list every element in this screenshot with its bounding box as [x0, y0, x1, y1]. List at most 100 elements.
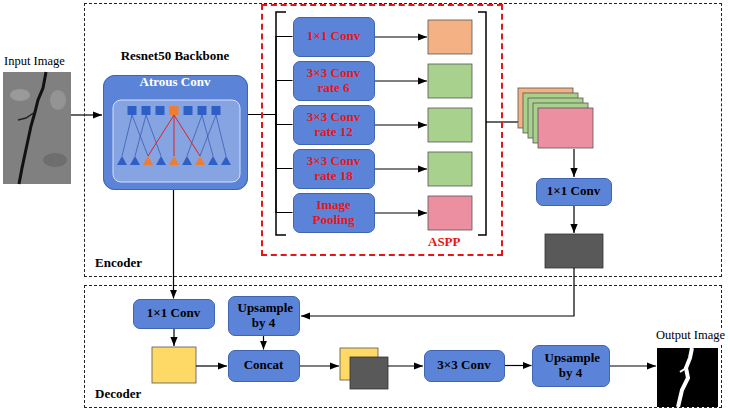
region-title: Decoder	[95, 386, 141, 402]
flow-arrow	[388, 365, 423, 366]
unit-triangle	[156, 156, 166, 165]
feature-map	[428, 152, 472, 186]
unit-triangle	[143, 156, 153, 165]
connector	[248, 115, 293, 213]
box-heading: Resnet50 Backbone	[121, 49, 230, 64]
crack	[19, 72, 46, 184]
process-box: 3×3 Conv rate 6	[293, 61, 375, 101]
box-label: 1×1 Conv	[147, 306, 200, 321]
decoder-region: Decoder1×1 ConvUpsample by 4Concat3×3 Co…	[84, 285, 722, 408]
unit-square	[198, 106, 207, 115]
image-caption: Input Image	[3, 54, 66, 69]
unit-triangle	[130, 156, 140, 165]
feature-map	[350, 357, 388, 389]
unit-triangle	[195, 156, 205, 165]
box-label: Upsample by 4	[545, 351, 597, 381]
unit-triangle	[182, 156, 192, 165]
input-photo	[3, 72, 71, 184]
connector	[248, 81, 293, 115]
mask-ground	[657, 348, 718, 407]
flow-arrow	[71, 114, 102, 115]
flow-arrow	[573, 149, 574, 177]
process-box: 1×1 Conv	[293, 17, 375, 57]
feature-map	[428, 64, 472, 98]
process-box: 1×1 Conv	[133, 299, 215, 329]
feature-map	[538, 108, 593, 148]
atrous-link	[174, 115, 175, 156]
box-label: 3×3 Conv	[437, 358, 490, 373]
atrous-links	[122, 115, 226, 156]
process-box: 3×3 Conv	[424, 350, 505, 382]
feature-map	[152, 347, 196, 383]
region-title: ASPP	[428, 234, 461, 250]
process-box: 1×1 Conv	[536, 178, 612, 206]
bracket	[478, 12, 486, 235]
process-box: Image Pooling	[293, 193, 375, 233]
output-mask	[657, 348, 718, 407]
atrous-panel	[113, 100, 240, 182]
flow-arrow	[375, 212, 427, 213]
atrous-link	[187, 115, 202, 156]
photo-texture	[43, 153, 67, 167]
box-label: 1×1 Conv	[307, 29, 360, 44]
photo-texture	[50, 90, 66, 110]
feature-map	[545, 234, 603, 268]
atrous-link	[174, 115, 200, 156]
flow-arrow	[375, 36, 427, 37]
box-label: 3×3 Conv rate 12	[305, 110, 363, 140]
feature-map	[428, 20, 472, 54]
box-label: Atrous Conv	[140, 75, 211, 90]
unit-triangle	[208, 156, 218, 165]
flow-arrow	[301, 268, 574, 316]
unit-square	[184, 106, 193, 115]
atrous-link	[132, 115, 148, 156]
process-box: 3×3 Conv rate 12	[293, 105, 375, 145]
label-holder: Output Image	[655, 328, 726, 343]
encoder-region: EncoderResnet50 BackboneAtrous ConvASPP1…	[84, 3, 722, 277]
unit-square	[128, 106, 137, 115]
atrous-link	[122, 115, 132, 156]
flow-arrow	[610, 365, 656, 366]
backbone-box: Resnet50 BackboneAtrous Conv	[103, 75, 248, 190]
atrous-link	[148, 115, 174, 156]
atrous-link	[202, 115, 213, 156]
connector	[505, 365, 532, 366]
unit-square	[156, 106, 165, 115]
unit-square	[212, 106, 221, 115]
atrous-link	[146, 115, 161, 156]
unit-square	[142, 106, 151, 115]
region-title: Encoder	[95, 255, 142, 271]
feature-map	[428, 196, 472, 230]
process-box: Upsample by 4	[532, 345, 610, 387]
connector	[263, 336, 264, 350]
process-box: Upsample by 4	[228, 296, 300, 336]
atrous-links	[148, 115, 200, 156]
unit-square	[170, 106, 179, 115]
process-box: Concat	[228, 350, 300, 382]
label-holder: Input Image	[3, 54, 66, 69]
unit-triangle	[169, 156, 179, 165]
crack	[18, 112, 35, 120]
feature-map	[428, 108, 472, 142]
box-label: Upsample by 4	[238, 301, 290, 331]
box-label: Image Pooling	[305, 198, 363, 228]
atrous-link	[200, 115, 216, 156]
flow-arrow	[375, 168, 427, 169]
aspp-region: ASPP 1×1 Conv 3×3 Conv rate 6 3×3 Conv rate…	[261, 4, 503, 256]
box-label: Concat	[244, 358, 284, 373]
unit-triangle	[117, 156, 127, 165]
photo-ground	[3, 72, 71, 184]
bracket	[276, 12, 286, 235]
crack	[678, 348, 692, 407]
flow-arrow	[300, 365, 339, 366]
box-label: 3×3 Conv rate 18	[305, 154, 363, 184]
connector	[248, 37, 293, 115]
flow-arrow	[173, 329, 174, 346]
flow-arrow	[196, 365, 227, 366]
connector	[248, 115, 293, 125]
connector-layer	[174, 37, 532, 366]
flow-arrow	[375, 124, 427, 125]
